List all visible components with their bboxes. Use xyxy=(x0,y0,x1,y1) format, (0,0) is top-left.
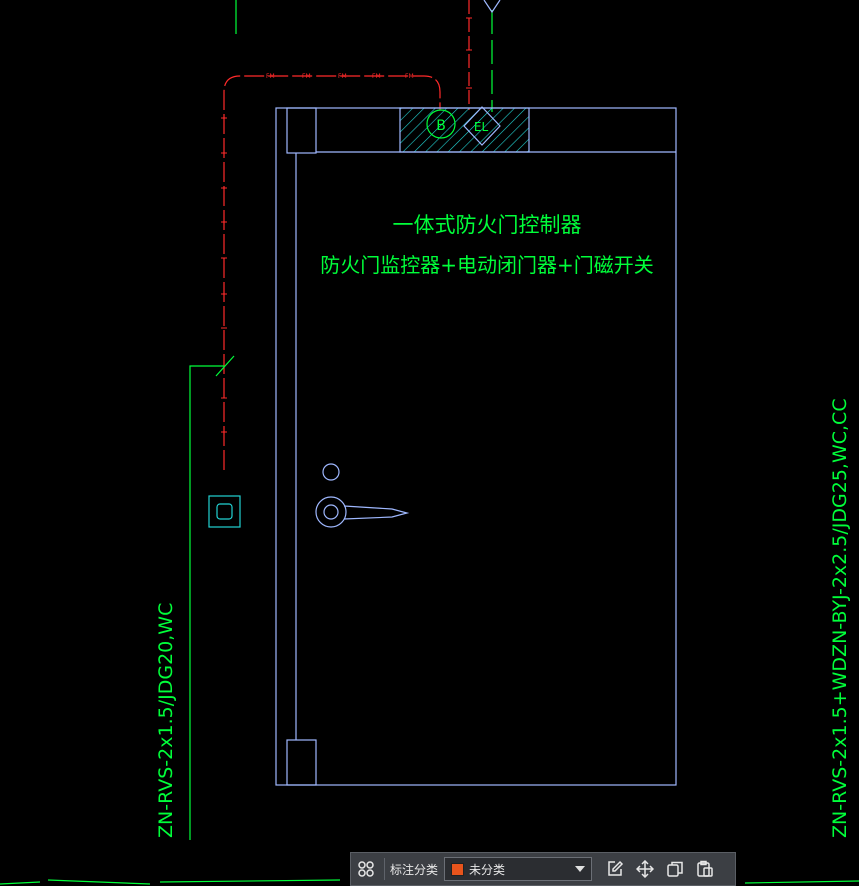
annotation-toolbar: 标注分类 未分类 xyxy=(350,852,736,886)
copy-icon xyxy=(667,861,683,877)
cable-label-left[interactable]: ZN-RVS-2x1.5/JDG20,WC xyxy=(155,603,177,838)
fm-wire-loop xyxy=(223,75,441,470)
left-cable-leader xyxy=(189,365,224,840)
arrow-head-icon xyxy=(483,0,501,14)
chevron-down-icon xyxy=(575,866,586,872)
paste-button[interactable] xyxy=(690,854,720,884)
edit-icon xyxy=(608,860,624,876)
category-selected-value: 未分类 xyxy=(469,862,506,877)
svg-text:FM: FM xyxy=(405,73,414,80)
annotation-category-label: 标注分类 xyxy=(390,862,439,877)
hinge-bottom xyxy=(286,739,317,786)
move-icon xyxy=(636,860,655,878)
door-handle-hub xyxy=(323,504,339,520)
door-handle-rose xyxy=(315,496,347,528)
copy-button[interactable] xyxy=(660,854,690,884)
symbol-b-circle xyxy=(426,109,456,139)
wall-box-inner xyxy=(216,503,233,520)
symbol-el-label: EL xyxy=(474,120,489,134)
category-color-swatch xyxy=(451,862,465,876)
symbol-el-diamond xyxy=(463,106,501,146)
toolbar-separator xyxy=(384,858,385,880)
apps-grid-button[interactable] xyxy=(351,854,381,884)
svg-text:FM: FM xyxy=(302,73,311,80)
svg-text:FM: FM xyxy=(372,73,381,80)
svg-text:FM: FM xyxy=(266,73,275,80)
controller-hatch[interactable] xyxy=(399,107,530,153)
bottom-fragments xyxy=(0,879,859,885)
fm-wire-tags: FM FM FM FM FM xyxy=(266,73,414,80)
apps-grid-icon xyxy=(358,861,374,877)
door-frame xyxy=(275,107,677,786)
wall-box[interactable] xyxy=(208,495,241,528)
hinge-top xyxy=(286,107,317,154)
cable-label-right[interactable]: ZN-RVS-2x1.5+WDZN-BYJ-2x2.5/JDG25,WC,CC xyxy=(829,398,851,838)
annotation-category-select[interactable]: 未分类 xyxy=(444,857,593,881)
edit-button[interactable] xyxy=(600,854,630,884)
keyhole-icon xyxy=(322,463,340,481)
door-title-line1[interactable]: 一体式防火门控制器 xyxy=(393,213,582,237)
symbol-b-label: B xyxy=(436,118,446,134)
fm-wire-ticks xyxy=(221,17,472,433)
leader-slash xyxy=(215,355,235,377)
paste-icon xyxy=(697,860,713,877)
svg-text:FM: FM xyxy=(338,73,347,80)
move-button[interactable] xyxy=(630,854,660,884)
door-handle-lever xyxy=(343,505,410,520)
door-title-line2[interactable]: 防火门监控器+电动闭门器+门磁开关 xyxy=(320,253,654,277)
